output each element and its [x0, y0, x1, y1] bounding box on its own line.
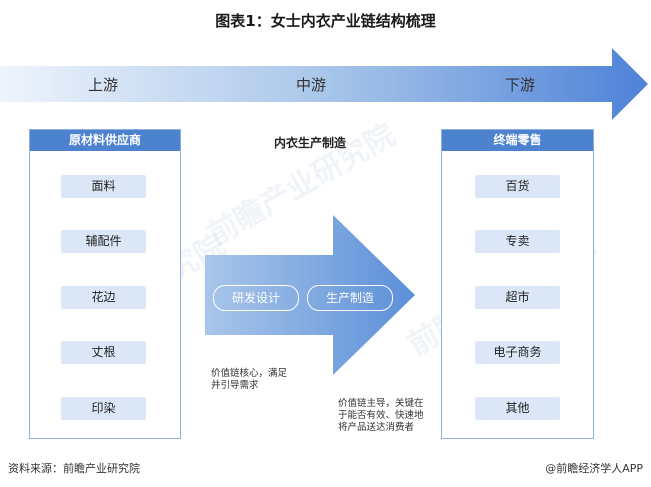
chart-title: 图表1：女士内衣产业链结构梳理: [215, 12, 436, 30]
midstream-step: 生产制造: [307, 285, 393, 311]
note-line: 价值链主导，关键在: [338, 398, 424, 409]
brand-label: @前瞻经济学人APP: [545, 462, 643, 475]
downstream-item: 专卖: [475, 230, 560, 253]
note-line: 价值链核心，满足: [211, 368, 288, 379]
downstream-item: 超市: [475, 286, 560, 309]
midstream-step: 研发设计: [213, 285, 299, 311]
stage-downstream: 下游: [505, 76, 536, 94]
downstream-item: 电子商务: [475, 341, 560, 364]
source-note: 资料来源：前瞻产业研究院: [8, 462, 140, 475]
flow-arrow-shape: [0, 48, 648, 120]
upstream-item: 面料: [61, 175, 146, 198]
downstream-header: 终端零售: [442, 130, 593, 151]
upstream-item: 印染: [61, 397, 146, 420]
stage-upstream: 上游: [88, 76, 119, 94]
upstream-item: 辅配件: [61, 230, 146, 253]
upstream-item: 丈根: [61, 341, 146, 364]
stage-midstream: 中游: [296, 76, 327, 94]
note-line: 于能否有效、快速地: [338, 410, 424, 421]
midstream-note-right: 价值链主导，关键在 于能否有效、快速地 将产品送达消费者: [338, 398, 424, 434]
upstream-box: 原材料供应商: [29, 129, 181, 439]
midstream-note-left: 价值链核心，满足 并引导需求: [211, 368, 287, 392]
midstream-header: 内衣生产制造: [274, 136, 347, 150]
downstream-item: 其他: [475, 397, 560, 420]
upstream-header: 原材料供应商: [30, 130, 180, 151]
flow-arrow: [0, 48, 648, 120]
upstream-item: 花边: [61, 286, 146, 309]
downstream-item: 百货: [475, 175, 560, 198]
note-line: 并引导需求: [211, 380, 259, 391]
note-line: 将产品送达消费者: [338, 422, 415, 433]
